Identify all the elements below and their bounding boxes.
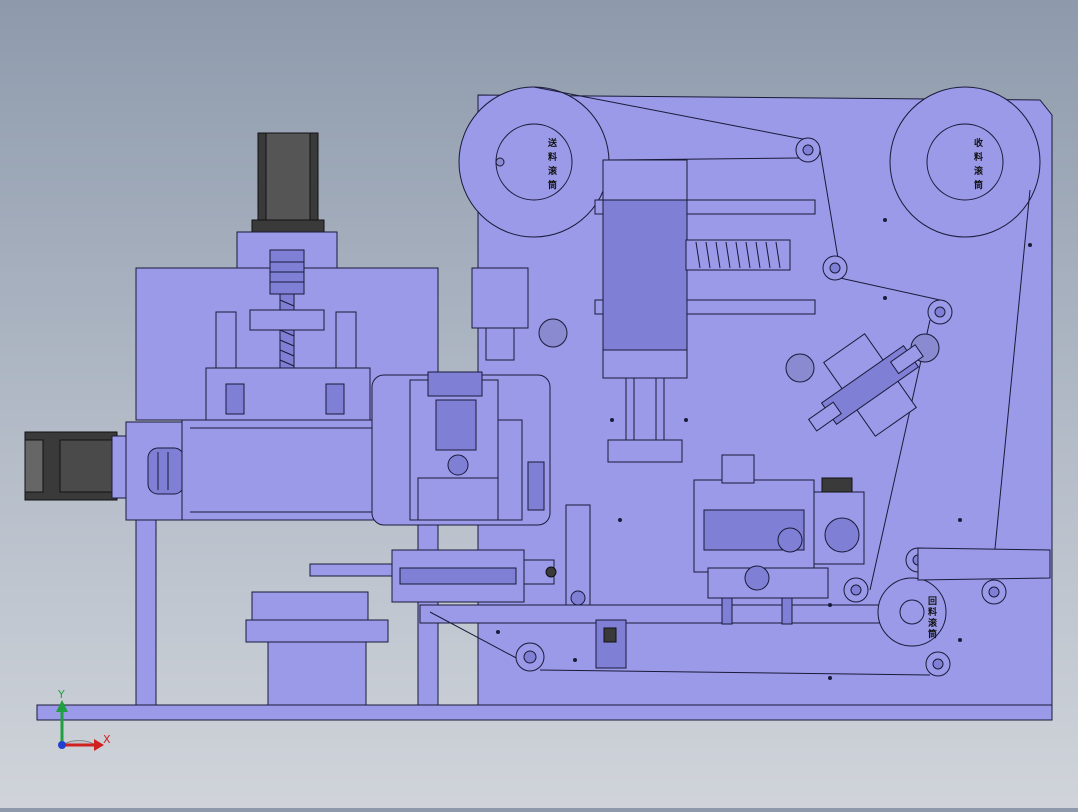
main-cylinder-body [602, 199, 688, 351]
die-head-side-rail [497, 419, 523, 521]
take-reel-char-4: 筒 [974, 179, 983, 191]
panel-hole-1 [538, 318, 568, 348]
push-rod [309, 563, 393, 577]
take-reel-char-3: 滚 [974, 165, 984, 177]
mounting-bracket-foot [485, 327, 515, 361]
screw-nut-block [249, 309, 325, 331]
rotary-table-top [251, 591, 369, 621]
tape-path [429, 86, 1031, 676]
frame-leg-left [135, 519, 157, 706]
carriage-clamp-right [325, 383, 345, 415]
z-axis-dot [58, 741, 66, 749]
feed-reel-char-3: 滚 [548, 165, 558, 177]
x-axis-label: X [103, 733, 111, 746]
slide-unit-base-knob [744, 565, 770, 591]
die-head-lower-block [417, 477, 505, 521]
return-reel-char-3: 滚 [928, 617, 938, 629]
panel-screws [496, 218, 1032, 680]
lower-bracket [595, 619, 627, 669]
ejector-pin-foot [570, 590, 586, 606]
small-cylinder [527, 461, 545, 511]
tension-arm [917, 547, 1051, 581]
rotary-table-base [245, 619, 389, 643]
die-head-top [427, 371, 483, 397]
slide-unit-bracket [721, 454, 755, 484]
feed-reel-char-2: 料 [548, 151, 557, 163]
slide-unit-knob [777, 527, 803, 553]
slide-unit-leg-right [781, 597, 793, 625]
feed-reel-pin [495, 157, 505, 167]
feed-reel-label: 送 料 滚 筒 [547, 137, 558, 191]
die-punch-holder [435, 399, 477, 451]
stepper-motor-flange [251, 219, 325, 233]
die-punch-nozzle [447, 454, 469, 476]
rod-end-knob [545, 566, 557, 578]
return-reel-hub [899, 599, 925, 625]
servo-motor-flange [111, 435, 127, 499]
lower-cross-plate [419, 604, 901, 624]
cylinder-rod-right [655, 377, 665, 449]
pressing-head [607, 439, 683, 463]
return-reel-label: 回 料 滚 筒 [928, 596, 938, 640]
return-reel-char-4: 筒 [928, 628, 937, 640]
servo-motor-endcap [24, 439, 44, 493]
coordinate-triad: Y X [56, 688, 111, 751]
mounting-bracket [471, 267, 529, 329]
carriage-clamp-left [225, 383, 245, 415]
panel-hole-2 [785, 353, 815, 383]
stepper-motor-body [265, 132, 311, 224]
return-reel-char-1: 回 [928, 596, 937, 607]
take-up-reel-hub [926, 123, 1004, 201]
ejector-pin-assembly [565, 504, 591, 606]
ball-screw-thread [695, 241, 781, 269]
cylinder-rod-left [625, 377, 635, 449]
return-reel-char-2: 料 [928, 606, 937, 618]
feed-reel-hub [495, 123, 573, 201]
gear-motor-face [824, 517, 860, 553]
slide-unit-leg-left [721, 597, 733, 625]
lower-bracket-slot [603, 627, 617, 643]
take-up-reel-label: 收 料 滚 筒 [974, 137, 984, 191]
servo-motor-body [59, 439, 113, 493]
feed-reel-char-1: 送 [547, 137, 558, 149]
take-reel-char-2: 料 [974, 151, 983, 163]
feed-reel-char-4: 筒 [548, 179, 557, 191]
rotary-motor [267, 641, 367, 706]
shaft-coupling [147, 447, 185, 495]
take-reel-char-1: 收 [974, 137, 983, 149]
work-table-rail [399, 567, 517, 585]
base-plate [36, 704, 1053, 721]
rotating-arm-assembly [807, 333, 924, 437]
y-axis-label: Y [57, 688, 65, 701]
gear-motor-gear [821, 477, 853, 493]
